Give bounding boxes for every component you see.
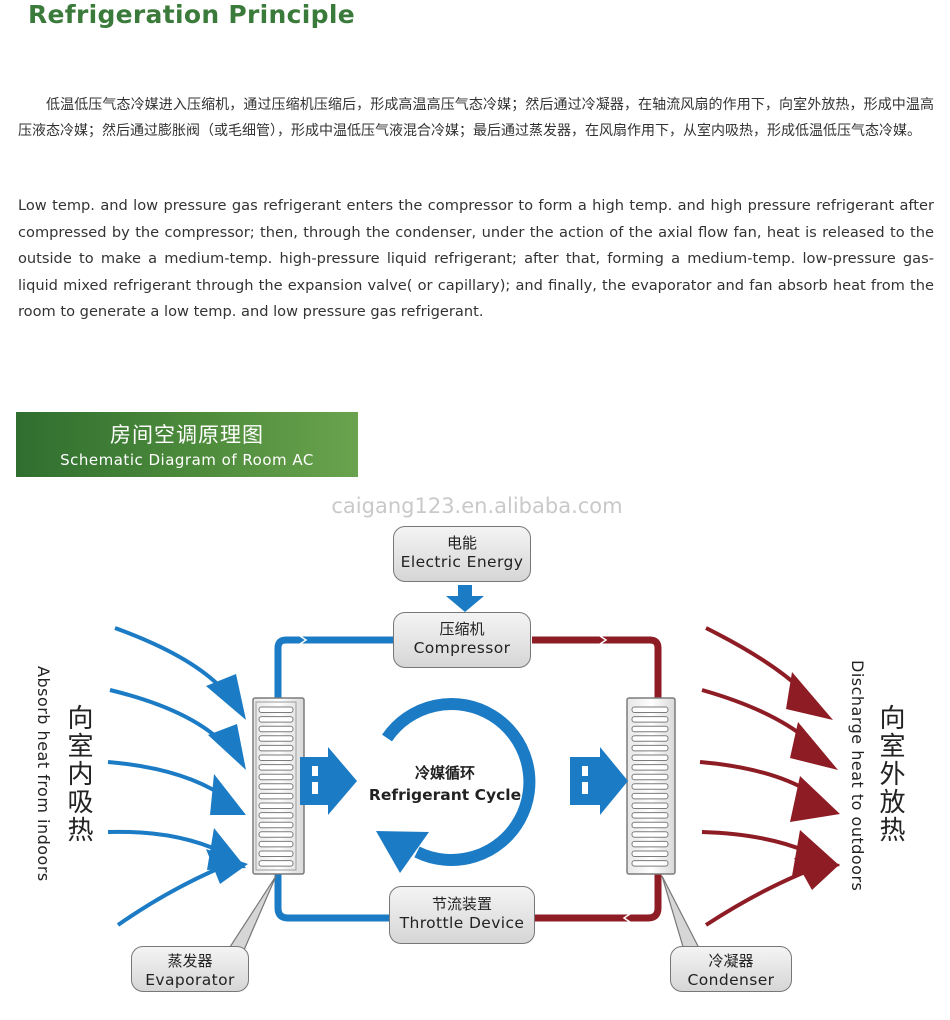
compressor-label-en: Compressor bbox=[413, 639, 511, 657]
condenser-fin bbox=[631, 783, 669, 790]
compressor-label-cn: 压缩机 bbox=[439, 620, 485, 638]
condenser-fin bbox=[631, 725, 669, 733]
condenser-fin bbox=[631, 764, 669, 771]
right-side-label-en: Discharge heat to outdoors bbox=[848, 660, 867, 892]
evaporator-fin bbox=[258, 716, 294, 723]
electric-energy-label-en: Electric Energy bbox=[400, 553, 524, 571]
condenser-fin bbox=[631, 812, 669, 819]
condenser-fin bbox=[631, 754, 669, 761]
condenser-fin bbox=[631, 821, 669, 829]
pipe-blue-bottom bbox=[274, 872, 389, 922]
throttle-device-label-cn: 节流装置 bbox=[431, 895, 492, 913]
evaporator-fin bbox=[258, 802, 294, 809]
condenser-fin bbox=[631, 860, 669, 867]
condenser-fin bbox=[631, 706, 669, 713]
right-side-label-cn: 向室外放热 bbox=[875, 704, 905, 844]
evaporator-fin bbox=[258, 812, 294, 819]
evaporator-fin bbox=[258, 764, 294, 771]
evaporator-fin bbox=[258, 850, 294, 857]
evaporator-fin bbox=[258, 725, 294, 733]
condenser-box: 冷凝器 Condenser bbox=[670, 946, 792, 992]
throttle-device-label-en: Throttle Device bbox=[399, 914, 525, 932]
center-to-condenser-arrow bbox=[570, 747, 628, 815]
evaporator-fin bbox=[258, 860, 294, 867]
left-side-label-cn: 向室内吸热 bbox=[63, 704, 93, 844]
condenser-fin bbox=[631, 773, 669, 781]
evaporator-fin bbox=[258, 840, 294, 848]
condenser-fin bbox=[631, 802, 669, 809]
cycle-label-en: Refrigerant Cycle bbox=[368, 786, 522, 804]
compressor-box: 压缩机 Compressor bbox=[393, 612, 531, 668]
banner-title-en: Schematic Diagram of Room AC bbox=[60, 451, 314, 469]
condenser-fin bbox=[631, 744, 669, 752]
evaporator-fin bbox=[258, 754, 294, 761]
condenser-fin bbox=[631, 831, 669, 838]
condenser-label-en: Condenser bbox=[687, 971, 775, 989]
evaporator-fin bbox=[258, 735, 294, 742]
outdoor-air-arrows bbox=[699, 626, 840, 927]
condenser-label-cn: 冷凝器 bbox=[708, 952, 754, 970]
pipe-red-top bbox=[532, 636, 662, 700]
pipe-blue-top bbox=[274, 636, 393, 700]
evaporator-to-center-arrow bbox=[300, 747, 357, 815]
evaporator-fin bbox=[258, 744, 294, 752]
condenser-fin bbox=[631, 716, 669, 723]
paragraph-english: Low temp. and low pressure gas refrigera… bbox=[18, 197, 934, 320]
condenser-fin bbox=[631, 850, 669, 857]
pipe-red-bottom bbox=[533, 872, 662, 922]
evaporator-label-en: Evaporator bbox=[145, 971, 235, 989]
evaporator-fin bbox=[258, 831, 294, 838]
electric-energy-box: 电能 Electric Energy bbox=[393, 526, 531, 582]
evaporator-fin bbox=[258, 706, 294, 713]
condenser-fin bbox=[631, 792, 669, 800]
cycle-arrow bbox=[382, 698, 536, 866]
flow-arrow-bottom-right bbox=[622, 913, 631, 923]
condenser-fin bbox=[631, 735, 669, 742]
evaporator-callout-pointer bbox=[226, 875, 277, 951]
banner-title-cn: 房间空调原理图 bbox=[110, 423, 264, 447]
cycle-label-cn: 冷媒循环 bbox=[414, 764, 475, 782]
evaporator-fin bbox=[258, 792, 294, 800]
condenser-callout-pointer bbox=[661, 875, 701, 951]
evaporator-label-cn: 蒸发器 bbox=[167, 952, 213, 970]
left-side-label-en: Absorb heat from indoors bbox=[34, 666, 53, 882]
flow-arrow-top-left bbox=[299, 635, 308, 645]
indoor-air-arrows bbox=[107, 626, 248, 927]
cycle-arrowhead bbox=[376, 831, 429, 873]
energy-arrow bbox=[446, 585, 484, 612]
flow-arrow-top-right bbox=[599, 635, 608, 645]
evaporator-fin bbox=[258, 773, 294, 781]
evaporator-box: 蒸发器 Evaporator bbox=[131, 946, 249, 992]
evaporator-fin bbox=[258, 783, 294, 790]
evaporator-fin bbox=[258, 821, 294, 829]
page-title: Refrigeration Principle bbox=[28, 0, 355, 29]
refrigerant-cycle-label: 冷媒循环 Refrigerant Cycle bbox=[352, 762, 538, 804]
paragraph-chinese: 低温低压气态冷媒进入压缩机，通过压缩机压缩后，形成高温高压气态冷媒；然后通过冷凝… bbox=[18, 97, 934, 139]
diagram-banner: 房间空调原理图 Schematic Diagram of Room AC bbox=[16, 412, 358, 477]
electric-energy-label-cn: 电能 bbox=[446, 534, 477, 552]
throttle-device-box: 节流装置 Throttle Device bbox=[389, 886, 535, 944]
condenser-fin bbox=[631, 840, 669, 848]
watermark: caigang123.en.alibaba.com bbox=[331, 494, 623, 518]
